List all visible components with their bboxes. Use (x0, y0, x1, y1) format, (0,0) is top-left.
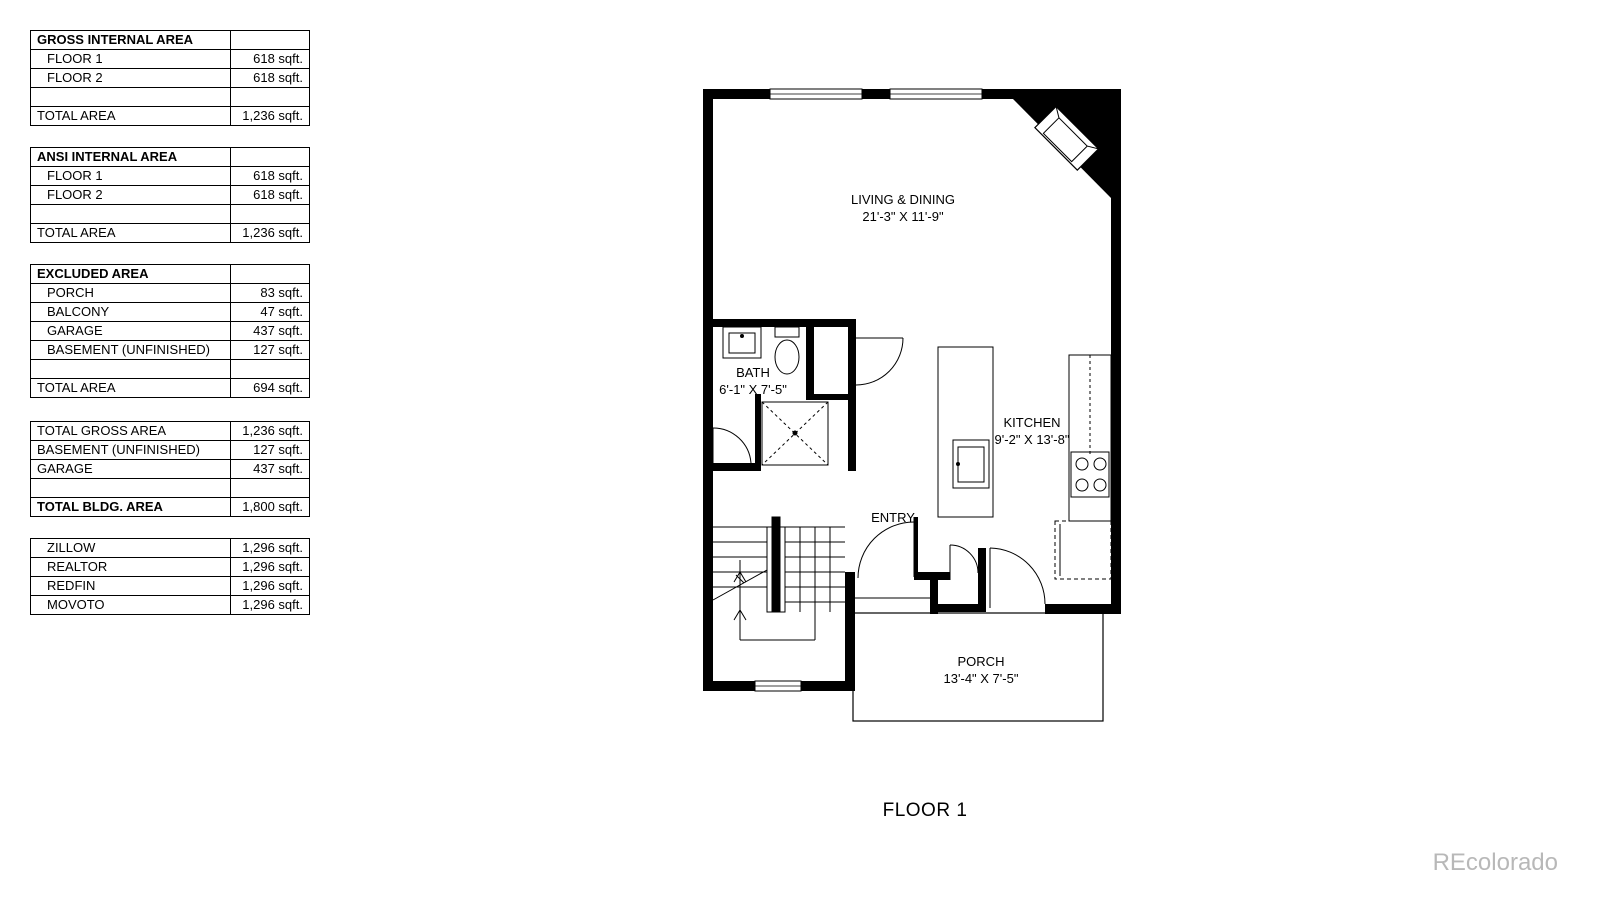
kitchen-dimensions: 9'-2" X 13'-8" (995, 432, 1070, 447)
area-value-cell: 1,296 sqft. (230, 595, 310, 615)
bath-dimensions: 6'-1" X 7'-5" (719, 382, 787, 397)
bath-fixtures (722, 326, 829, 466)
bath-label: BATH (736, 365, 770, 380)
area-label-cell: TOTAL GROSS AREA (30, 421, 231, 441)
kitchen-island (937, 346, 994, 518)
area-value-cell: 1,236 sqft. (230, 106, 310, 126)
kitchen-label: KITCHEN (1003, 415, 1060, 430)
area-label-cell: TOTAL AREA (30, 378, 231, 398)
area-value-cell: 127 sqft. (230, 340, 310, 360)
kitchen-counter (1054, 354, 1112, 580)
area-label-cell: TOTAL BLDG. AREA (30, 497, 231, 517)
area-value-cell: 83 sqft. (230, 283, 310, 303)
area-label-cell: BALCONY (30, 302, 231, 322)
area-value-cell: 618 sqft. (230, 68, 310, 88)
entry-walls (914, 517, 986, 614)
area-value-cell: 1,800 sqft. (230, 497, 310, 517)
area-value-cell: 1,236 sqft. (230, 223, 310, 243)
area-label-cell: MOVOTO (30, 595, 231, 615)
staircase (712, 516, 845, 641)
entry-label: ENTRY (871, 510, 915, 525)
living-dining-dimensions: 21'-3" X 11'-9" (862, 209, 944, 224)
area-table-row: BASEMENT (UNFINISHED)127 sqft. (30, 340, 310, 360)
porch-label: PORCH (958, 654, 1005, 669)
area-value-cell: 1,296 sqft. (230, 557, 310, 577)
windows (754, 88, 983, 692)
area-label-cell: TOTAL AREA (30, 106, 231, 126)
fireplace (1034, 105, 1100, 171)
area-label-cell: FLOOR 1 (30, 166, 231, 186)
porch-dimensions: 13'-4" X 7'-5" (944, 671, 1019, 686)
area-value-cell: 1,236 sqft. (230, 421, 310, 441)
area-table-row: GROSS INTERNAL AREA (30, 30, 310, 50)
area-value-cell: 618 sqft. (230, 166, 310, 186)
area-table-row: ANSI INTERNAL AREA (30, 147, 310, 167)
floor-title: FLOOR 1 (882, 800, 968, 821)
living-dining-label: LIVING & DINING (851, 192, 955, 207)
area-value-cell: 47 sqft. (230, 302, 310, 322)
bath-door (712, 337, 904, 464)
entry-doors (855, 517, 1046, 614)
area-label-cell: ANSI INTERNAL AREA (30, 147, 231, 167)
area-value-cell: 437 sqft. (230, 459, 310, 479)
watermark-logo: REcolorado (1432, 849, 1558, 876)
area-table-row (30, 204, 310, 224)
bath-walls (703, 319, 856, 471)
area-value-cell: 694 sqft. (230, 378, 310, 398)
area-label-cell: GARAGE (30, 321, 231, 341)
